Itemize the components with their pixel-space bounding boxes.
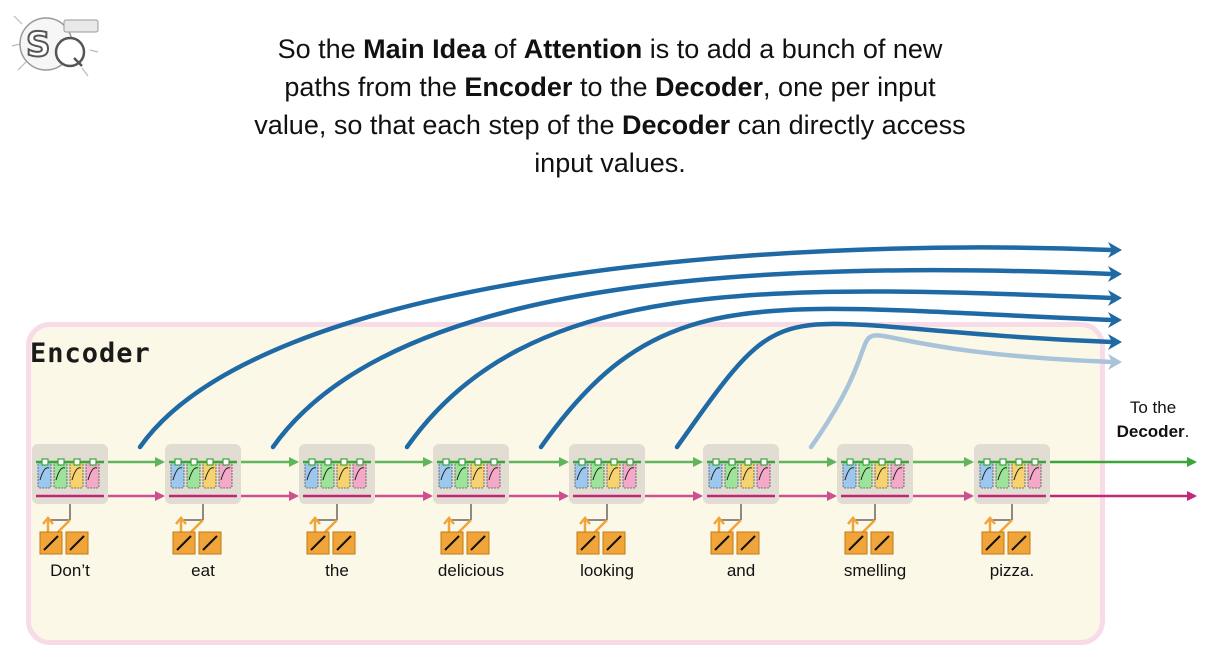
attention-path-arrow [538, 306, 1115, 450]
statquest-logo-icon: S [8, 6, 104, 82]
lstm-unit-icon [165, 444, 241, 504]
attention-path-arrow [808, 333, 1115, 450]
to-decoder-label: To the Decoder. [1116, 398, 1190, 441]
input-word-label: and [726, 561, 756, 580]
attention-arrowhead-icon [1108, 242, 1122, 258]
input-word-label: eat [191, 561, 215, 580]
lstm-unit-icon [569, 444, 645, 504]
word-embedding-icon [440, 516, 490, 555]
input-word-label: looking [580, 561, 634, 580]
input-word-label: the [325, 561, 349, 580]
lstm-unit-icon [837, 444, 913, 504]
encoder-label: Encoder [30, 338, 151, 369]
attention-arrowhead-icon [1108, 312, 1122, 328]
lstm-unit-icon [974, 444, 1050, 504]
attention-path-arrow [674, 321, 1115, 450]
attention-path-arrow [404, 289, 1115, 450]
attention-path-arrow [270, 267, 1115, 450]
attention-arrowhead-icon [1108, 334, 1122, 350]
word-embedding-icon [844, 516, 894, 555]
word-embedding-icon [172, 516, 222, 555]
word-embedding-icon [306, 516, 356, 555]
lstm-unit-icon [32, 444, 108, 504]
attention-arrowhead-icon [1108, 354, 1122, 370]
headline-text: So the Main Idea of Attention is to add … [254, 34, 966, 178]
input-word-label: delicious [437, 561, 505, 580]
word-embedding-icon [981, 516, 1031, 555]
svg-text:S: S [26, 25, 51, 65]
lstm-unit-icon [433, 444, 509, 504]
input-word-label: pizza. [989, 561, 1035, 580]
attention-path-arrow [137, 245, 1115, 450]
word-embedding-icon [576, 516, 626, 555]
attention-arrowhead-icon [1108, 290, 1122, 306]
word-embedding-icon [710, 516, 760, 555]
lstm-unit-icon [299, 444, 375, 504]
input-word-label: Don’t [50, 561, 90, 580]
input-word-label: smelling [843, 561, 907, 580]
word-embedding-icon [39, 516, 89, 555]
lstm-unit-icon [703, 444, 779, 504]
attention-arrowhead-icon [1108, 266, 1122, 282]
